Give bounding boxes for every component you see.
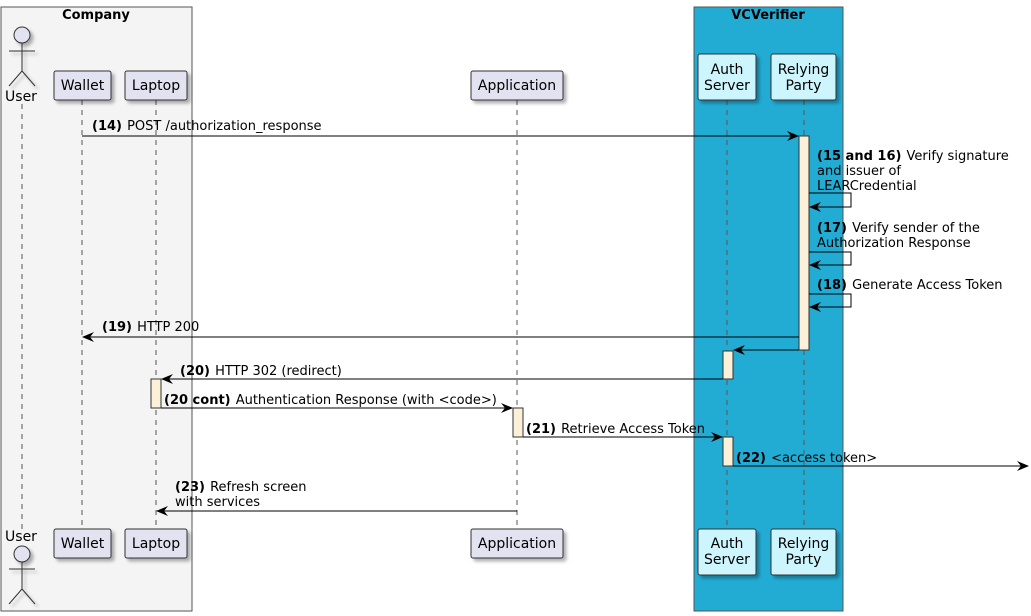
participant-label-line2: Server <box>704 78 750 94</box>
participant-auth-server-bottom: Auth Server <box>697 528 757 576</box>
participant-label: User <box>5 529 37 545</box>
participant-label-line1: Auth <box>711 536 744 552</box>
message-23-label-line2: with services <box>175 495 260 510</box>
message-18-label: (18) Generate Access Token <box>817 274 1003 293</box>
arrow-17 <box>809 251 852 270</box>
company-box: Company <box>0 6 193 612</box>
activation-laptop <box>150 378 162 409</box>
message-15-label: (15 and 16) Verify signature <box>817 145 1009 164</box>
participant-user-bottom: User <box>5 529 37 605</box>
participant-relying-party-top: Relying Party <box>770 53 837 101</box>
activation-auth-server-1 <box>722 350 734 380</box>
message-21-label: (21) Retrieve Access Token <box>526 418 705 437</box>
participant-label: Wallet <box>61 78 105 94</box>
participant-label-line2: Party <box>786 552 822 568</box>
vcverifier-box-title: VCVerifier <box>731 8 805 23</box>
message-17-label: (17) Verify sender of the <box>817 217 980 236</box>
message-20-label: (20) HTTP 302 (redirect) <box>180 360 342 379</box>
message-20-cont-label: (20 cont) Authentication Response (with … <box>164 389 497 408</box>
participant-label-line1: Relying <box>778 62 830 78</box>
arrow-15 <box>809 192 852 212</box>
participant-laptop-top: Laptop <box>124 70 188 101</box>
participant-label: Laptop <box>132 536 180 552</box>
message-14-label: (14) POST /authorization_response <box>92 115 322 134</box>
activation-auth-server-2 <box>722 436 734 467</box>
message-17-label-line2: Authorization Response <box>817 236 971 251</box>
participant-application-top: Application <box>470 70 564 101</box>
participant-relying-party-bottom: Relying Party <box>770 528 837 576</box>
participant-label-line2: Party <box>786 78 822 94</box>
message-arrows <box>82 131 1029 516</box>
participant-label-line1: Auth <box>711 62 744 78</box>
participant-application-bottom: Application <box>470 528 564 559</box>
participant-user-top: User <box>5 26 37 105</box>
participant-auth-server-top: Auth Server <box>697 53 757 101</box>
activation-relying-party <box>798 135 810 351</box>
company-box-title: Company <box>62 8 130 23</box>
activation-application <box>512 407 524 438</box>
message-15-label-line2: and issuer of <box>817 164 901 179</box>
participant-label-line1: Relying <box>778 536 830 552</box>
arrow-18 <box>809 293 852 312</box>
participant-label: Application <box>478 536 556 552</box>
participant-label: Application <box>478 78 556 94</box>
message-labels: (14) POST /authorization_response (15 an… <box>92 115 1009 510</box>
participant-wallet-bottom: Wallet <box>53 528 112 559</box>
message-23-label: (23) Refresh screen <box>175 476 307 495</box>
participant-laptop-bottom: Laptop <box>124 528 188 559</box>
participant-label: User <box>5 89 37 105</box>
activations <box>150 135 810 467</box>
message-19-label: (19) HTTP 200 <box>102 316 199 335</box>
participant-label: Laptop <box>132 78 180 94</box>
message-15-label-line3: LEARCredential <box>817 179 917 194</box>
participant-wallet-top: Wallet <box>53 70 112 101</box>
participant-label: Wallet <box>61 536 105 552</box>
participant-label-line2: Server <box>704 552 750 568</box>
message-22-label: (22) <access token> <box>736 447 877 466</box>
